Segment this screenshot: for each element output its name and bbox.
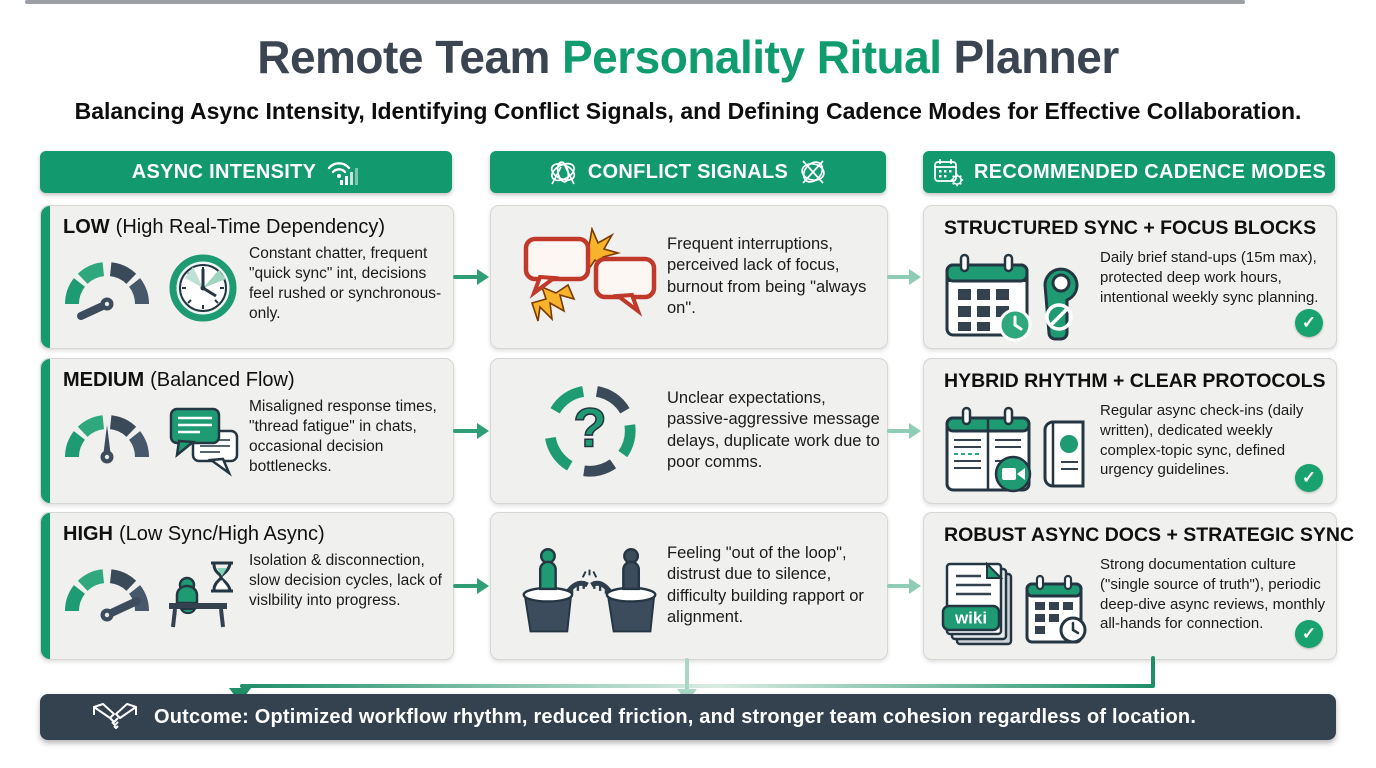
- connector-cadence-down: [1151, 656, 1155, 686]
- wifi-signal-icon: [326, 158, 360, 186]
- arrow-signal-to-cadence-row1: [887, 275, 911, 279]
- wiki-docs-and-calendar-icon: wiki: [938, 557, 1096, 651]
- signal-card-low: Frequent interruptions, perceived lack o…: [490, 205, 888, 349]
- intensity-qualifier: (Balanced Flow): [150, 369, 295, 391]
- signal-description: Unclear expectations, passive-aggressive…: [667, 389, 880, 472]
- signal-card-medium: ? Unclear expectations, passive-aggressi…: [490, 358, 888, 504]
- arrowhead-icon: [477, 578, 489, 594]
- arrow-signal-to-cadence-row3: [887, 584, 911, 588]
- arrowhead-icon: [909, 269, 921, 285]
- cadence-description: Regular async check-ins (daily written),…: [1100, 402, 1304, 479]
- gauge-high-icon: [57, 557, 157, 635]
- wiki-label: wiki: [954, 609, 987, 628]
- intensity-card-low: LOW(High Real-Time Dependency): [40, 205, 454, 349]
- broken-bridge-icon: [517, 513, 662, 659]
- arrowhead-icon: [477, 423, 489, 439]
- intensity-card-medium: MEDIUM(Balanced Flow) Misaligned re: [40, 358, 454, 504]
- intensity-description: Isolation & disconnection, slow decision…: [249, 552, 442, 610]
- calendar-and-door-hanger-icon: [938, 250, 1096, 344]
- card-accent-bar: [41, 513, 50, 659]
- handshake-icon: [92, 701, 138, 733]
- cadence-title: STRUCTURED SYNC + FOCUS BLOCKS: [944, 217, 1317, 239]
- tangle-knot-icon: [798, 158, 828, 186]
- cadence-title: ROBUST ASYNC DOCS + STRATEGIC SYNC: [944, 524, 1355, 546]
- chat-threads-icon: [167, 405, 241, 477]
- arrow-intensity-to-signal-row2: [453, 429, 479, 433]
- page-subtitle: Balancing Async Intensity, Identifying C…: [74, 98, 1302, 124]
- async-intensity-label: ASYNC INTENSITY: [131, 160, 317, 183]
- cadence-card-high: ROBUST ASYNC DOCS + STRATEGIC SYNC wiki: [923, 512, 1354, 660]
- person-desk-hourglass-icon: [167, 559, 241, 631]
- cadence-description: Daily brief stand-ups (15m max), protect…: [1100, 249, 1319, 306]
- cadence-card-low: STRUCTURED SYNC + FOCUS BLOCKS: [923, 205, 1337, 349]
- intensity-card-high: HIGH (Low Sync/High Async): [40, 512, 454, 660]
- signal-card-high: Feeling "out of the loop", distrust due …: [490, 512, 888, 660]
- question-mark-circle-icon: ?: [517, 359, 662, 503]
- intensity-level: HIGH: [63, 523, 113, 545]
- intensity-qualifier: (High Real-Time Dependency): [115, 216, 386, 238]
- check-icon: ✓: [1295, 309, 1323, 337]
- signal-description: Feeling "out of the loop", distrust due …: [667, 544, 864, 627]
- card-accent-bar: [41, 359, 50, 503]
- gauge-low-icon: [57, 250, 157, 328]
- conflict-signals-label: CONFLICT SIGNALS: [587, 160, 789, 183]
- check-icon: ✓: [1295, 464, 1323, 492]
- arrow-signal-to-cadence-row2: [887, 429, 911, 433]
- cadence-title: HYBRID RHYTHM + CLEAR PROTOCOLS: [944, 370, 1326, 392]
- intensity-title: HIGH (Low Sync/High Async): [63, 523, 325, 546]
- top-edge-artifact: [25, 0, 1245, 4]
- tangle-knot-icon: [548, 158, 578, 186]
- connector-horizontal: [240, 684, 1155, 688]
- intensity-description: Misaligned response times, "thread fatig…: [249, 398, 437, 476]
- svg-text:?: ?: [573, 397, 607, 459]
- intensity-level: LOW: [63, 216, 110, 238]
- card-accent-bar: [41, 206, 50, 348]
- calendar-gear-icon: [932, 157, 964, 187]
- connector-signal-down: [685, 658, 689, 690]
- planner-video-and-book-icon: [938, 403, 1096, 497]
- header-async-intensity: ASYNC INTENSITY: [40, 151, 452, 193]
- outcome-text: Outcome: Optimized workflow rhythm, redu…: [154, 705, 1197, 728]
- clock-icon: [167, 252, 239, 324]
- intensity-title: MEDIUM(Balanced Flow): [63, 369, 295, 392]
- title-prefix: Remote Team: [257, 31, 550, 83]
- signal-description: Frequent interruptions, perceived lack o…: [667, 235, 867, 318]
- header-conflict-signals: CONFLICT SIGNALS: [490, 151, 886, 193]
- header-cadence-modes: RECOMMENDED CADENCE MODES: [923, 151, 1335, 193]
- intensity-title: LOW(High Real-Time Dependency): [63, 216, 385, 239]
- arrow-intensity-to-signal-row1: [453, 275, 479, 279]
- intensity-qualifier: (Low Sync/High Async): [119, 523, 325, 545]
- check-icon: ✓: [1295, 620, 1323, 648]
- colliding-chat-bubbles-icon: [517, 206, 662, 348]
- arrowhead-icon: [909, 578, 921, 594]
- title-highlight: Personality Ritual: [561, 31, 942, 83]
- cadence-description: Strong documentation culture ("single so…: [1100, 556, 1326, 633]
- arrowhead-icon: [477, 269, 489, 285]
- gauge-medium-icon: [57, 403, 157, 481]
- arrow-intensity-to-signal-row3: [453, 584, 479, 588]
- intensity-level: MEDIUM: [63, 369, 145, 391]
- cadence-card-medium: HYBRID RHYTHM + CLEAR PROTOCOLS Regular …: [923, 358, 1337, 504]
- intensity-description: Constant chatter, frequent "quick sync" …: [249, 245, 442, 323]
- outcome-banner: Outcome: Optimized workflow rhythm, redu…: [40, 694, 1336, 740]
- cadence-modes-label: RECOMMENDED CADENCE MODES: [974, 160, 1326, 183]
- arrowhead-icon: [909, 423, 921, 439]
- title-suffix: Planner: [953, 31, 1120, 83]
